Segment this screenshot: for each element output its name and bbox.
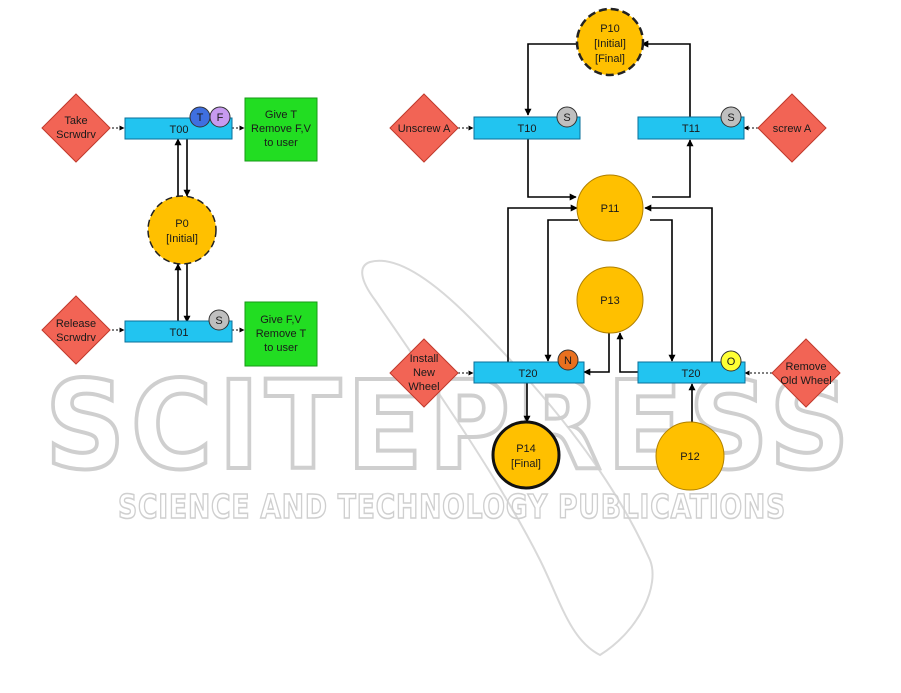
place-p12[interactable]: P12 [656,422,724,490]
event-label: New [413,367,435,379]
event-label: Scrwdrv [56,129,96,141]
action-label: to user [264,342,298,354]
action-give-fv[interactable]: Give F,V Remove T to user [245,302,317,366]
action-label: Remove F,V [251,123,312,135]
arc-p10-t10 [528,44,578,115]
place-label: P13 [600,295,620,307]
actions: Give T Remove F,V to user Give F,V Remov… [245,98,317,366]
action-label: Remove T [256,328,307,340]
place-circle [493,422,559,488]
action-label: Give F,V [260,314,302,326]
arc-t20a-p11 [508,208,577,362]
event-unscrew-a[interactable]: Unscrew A [390,94,458,162]
badge-f: F [210,107,230,127]
place-label: P12 [680,451,700,463]
action-label: Give T [265,109,297,121]
action-label: to user [264,137,298,149]
event-label: Wheel [408,381,439,393]
arc-p11-t20a [548,220,578,361]
place-label: [Final] [511,458,541,470]
transition-label: T01 [170,327,189,339]
badge-o: O [721,351,741,371]
badge-s-t10: S [557,107,577,127]
badge-label: F [217,112,224,124]
transition-label: T20 [682,368,701,380]
place-p10[interactable]: P10 [Initial] [Final] [577,9,643,75]
arc-t20b-p11 [645,208,712,362]
badge-label: S [563,112,570,124]
badge-label: S [727,112,734,124]
event-label: Scrwdrv [56,332,96,344]
watermark: SCITEPRESS SCIENCE AND TECHNOLOGY PUBLIC… [45,261,855,655]
place-label: [Initial] [166,233,198,245]
event-screw-a[interactable]: screw A [758,94,826,162]
place-p11[interactable]: P11 [577,175,643,241]
arc-p11-t11 [652,140,690,197]
event-take-scrwdrv[interactable]: Take Scrwdrv [42,94,110,162]
place-circle [148,196,216,264]
action-give-t[interactable]: Give T Remove F,V to user [245,98,317,161]
badge-label: O [727,356,736,368]
place-label: [Final] [595,53,625,65]
transition-label: T20 [519,368,538,380]
place-p14[interactable]: P14 [Final] [493,422,559,488]
event-label: Take [64,115,87,127]
badge-n: N [558,350,578,370]
event-label: Install [410,353,439,365]
transition-label: T10 [518,123,537,135]
event-label: screw A [773,123,812,135]
arc-t11-p10 [642,44,690,117]
place-p0[interactable]: P0 [Initial] [148,196,216,264]
badge-label: S [215,315,222,327]
arc-p11-t20b [650,220,672,361]
place-label: P10 [600,23,620,35]
place-label: P0 [175,218,188,230]
event-diamond [42,94,110,162]
badge-s-t11: S [721,107,741,127]
arc-t10-p11 [528,139,576,197]
watermark-subtitle: SCIENCE AND TECHNOLOGY PUBLICATIONS [118,487,786,526]
event-label: Old Wheel [780,375,831,387]
transition-label: T00 [170,124,189,136]
place-label: P11 [601,203,620,215]
event-label: Release [56,318,96,330]
badge-t: T [190,107,210,127]
place-label: P14 [516,443,536,455]
event-diamond [42,296,110,364]
badge-label: T [197,112,204,124]
event-label: Remove [786,361,827,373]
transitions: T00 T01 T10 T11 T20 T20 [125,117,745,383]
transition-label: T11 [682,123,700,135]
event-release-scrwdrv[interactable]: Release Scrwdrv [42,296,110,364]
badge-label: N [564,355,572,367]
place-label: [Initial] [594,38,626,50]
place-p13[interactable]: P13 [577,267,643,333]
badge-s-t01: S [209,310,229,330]
event-label: Unscrew A [398,123,451,135]
